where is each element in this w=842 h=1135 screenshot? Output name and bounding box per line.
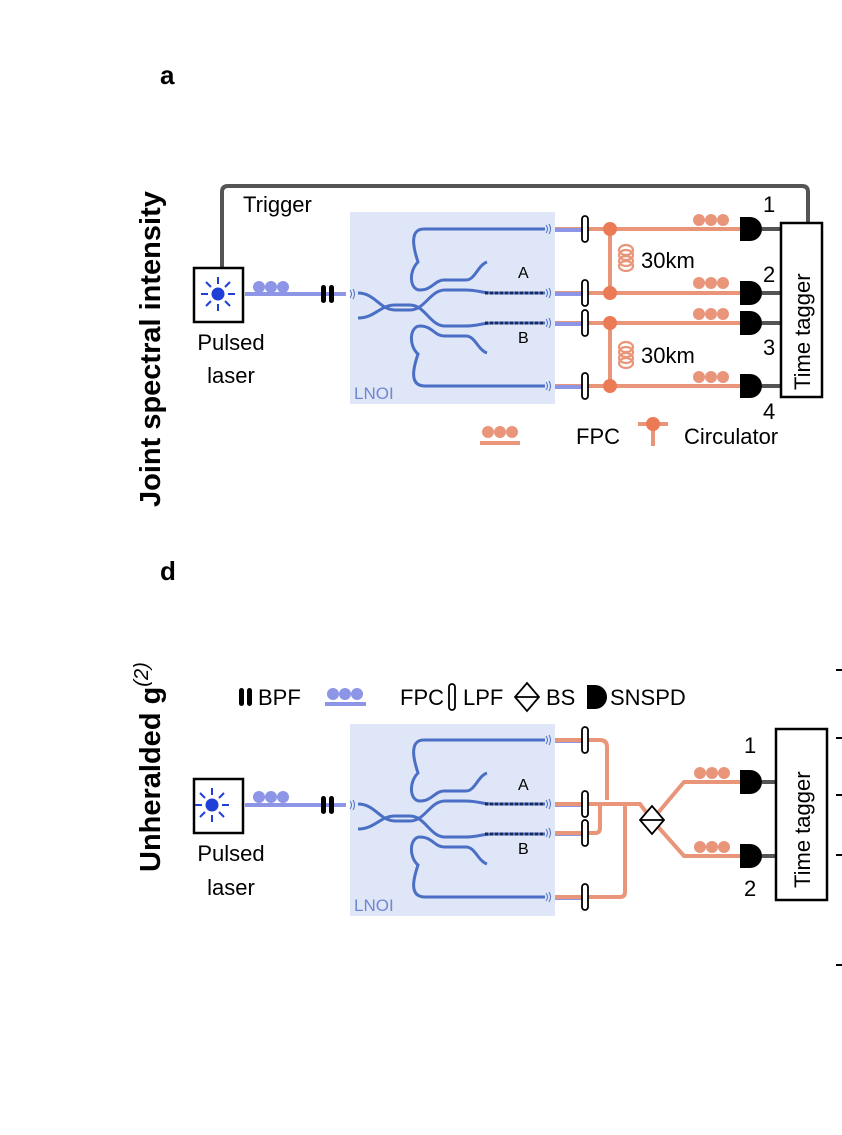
fpc-icon — [253, 791, 289, 803]
fpc-legend-icon — [327, 688, 363, 700]
circulator-icon — [603, 316, 617, 330]
spool-label-2: 30km — [641, 343, 695, 368]
fpc-icon — [694, 767, 730, 779]
arm-a-label: A — [518, 777, 529, 794]
laser-label-2: laser — [207, 363, 255, 388]
arm-b-label: B — [518, 841, 529, 858]
waveguide-network — [357, 738, 545, 899]
time-tagger-box — [774, 727, 829, 902]
legend-lpf: LPF — [463, 685, 503, 710]
fpc-icon — [253, 281, 289, 293]
legend-a: FPC Circulator — [480, 417, 778, 449]
fpc-icon — [693, 277, 729, 289]
lnoi-label: LNOI — [354, 896, 394, 915]
fiber-spool-icon — [617, 243, 635, 273]
laser-label-1: Pulsed — [197, 841, 264, 866]
output-channels — [545, 214, 781, 400]
time-tagger-label: Time tagger — [790, 771, 815, 888]
channel-2: 2 — [763, 262, 775, 287]
cropped-axis-ticks — [836, 669, 842, 966]
fpc-icon — [694, 841, 730, 853]
channel-2: 2 — [744, 876, 756, 901]
fpc-icon — [693, 308, 729, 320]
panel-label-d: d — [160, 556, 176, 586]
legend-circulator: Circulator — [684, 424, 778, 449]
snspd-icon — [740, 374, 762, 398]
snspd-icon — [740, 311, 762, 335]
legend-snspd: SNSPD — [610, 685, 686, 710]
laser-label-2: laser — [207, 875, 255, 900]
panel-a: a Joint spectral intensity Trigger Pulse… — [135, 60, 824, 507]
channel-4: 4 — [763, 399, 775, 424]
circulator-legend-icon — [646, 417, 660, 431]
fpc-icon — [693, 371, 729, 383]
legend-bpf: BPF — [258, 685, 301, 710]
legend-fpc: FPC — [400, 685, 444, 710]
bs-legend-icon — [513, 681, 541, 713]
legend-bs: BS — [546, 685, 575, 710]
trigger-label: Trigger — [243, 192, 312, 217]
channel-1: 1 — [744, 733, 756, 758]
arm-a-label: A — [518, 265, 529, 282]
snspd-icon — [740, 770, 762, 794]
snspd-icon — [740, 217, 762, 241]
panel-d: d Unheralded g(2) BPF FPC LPF BS SNSPD P… — [131, 556, 842, 966]
time-tagger-box — [779, 221, 824, 399]
snspd-legend-icon — [587, 685, 607, 709]
circulator-icon — [603, 379, 617, 393]
circulator-icon — [603, 222, 617, 236]
channel-1: 1 — [763, 192, 775, 217]
side-label-a: Joint spectral intensity — [135, 191, 167, 507]
laser-icon — [200, 276, 236, 312]
snspd-icon — [740, 281, 762, 305]
lpf-legend-icon — [448, 683, 456, 711]
trigger-line — [220, 184, 810, 268]
channel-3: 3 — [763, 335, 775, 360]
output-channels — [545, 726, 776, 911]
circulator-icon — [603, 286, 617, 300]
fpc-icon — [693, 214, 729, 226]
fiber-spool-icon — [617, 340, 635, 370]
bpf-legend-icon — [239, 688, 252, 706]
arm-b-label: B — [518, 330, 529, 347]
spool-label-1: 30km — [641, 248, 695, 273]
laser-label-1: Pulsed — [197, 330, 264, 355]
time-tagger-label: Time tagger — [790, 273, 815, 390]
beam-splitter-icon — [638, 804, 666, 836]
legend-fpc: FPC — [576, 424, 620, 449]
fpc-legend-icon — [482, 426, 518, 438]
snspd-icon — [740, 844, 762, 868]
legend-d: BPF FPC LPF BS SNSPD — [239, 681, 686, 713]
panel-label-a: a — [160, 60, 175, 90]
waveguide-network — [357, 227, 545, 388]
lnoi-label: LNOI — [354, 384, 394, 403]
pulsed-laser-box — [192, 777, 245, 835]
laser-icon — [194, 787, 230, 823]
side-label-d: Unheralded g(2) — [131, 662, 167, 872]
